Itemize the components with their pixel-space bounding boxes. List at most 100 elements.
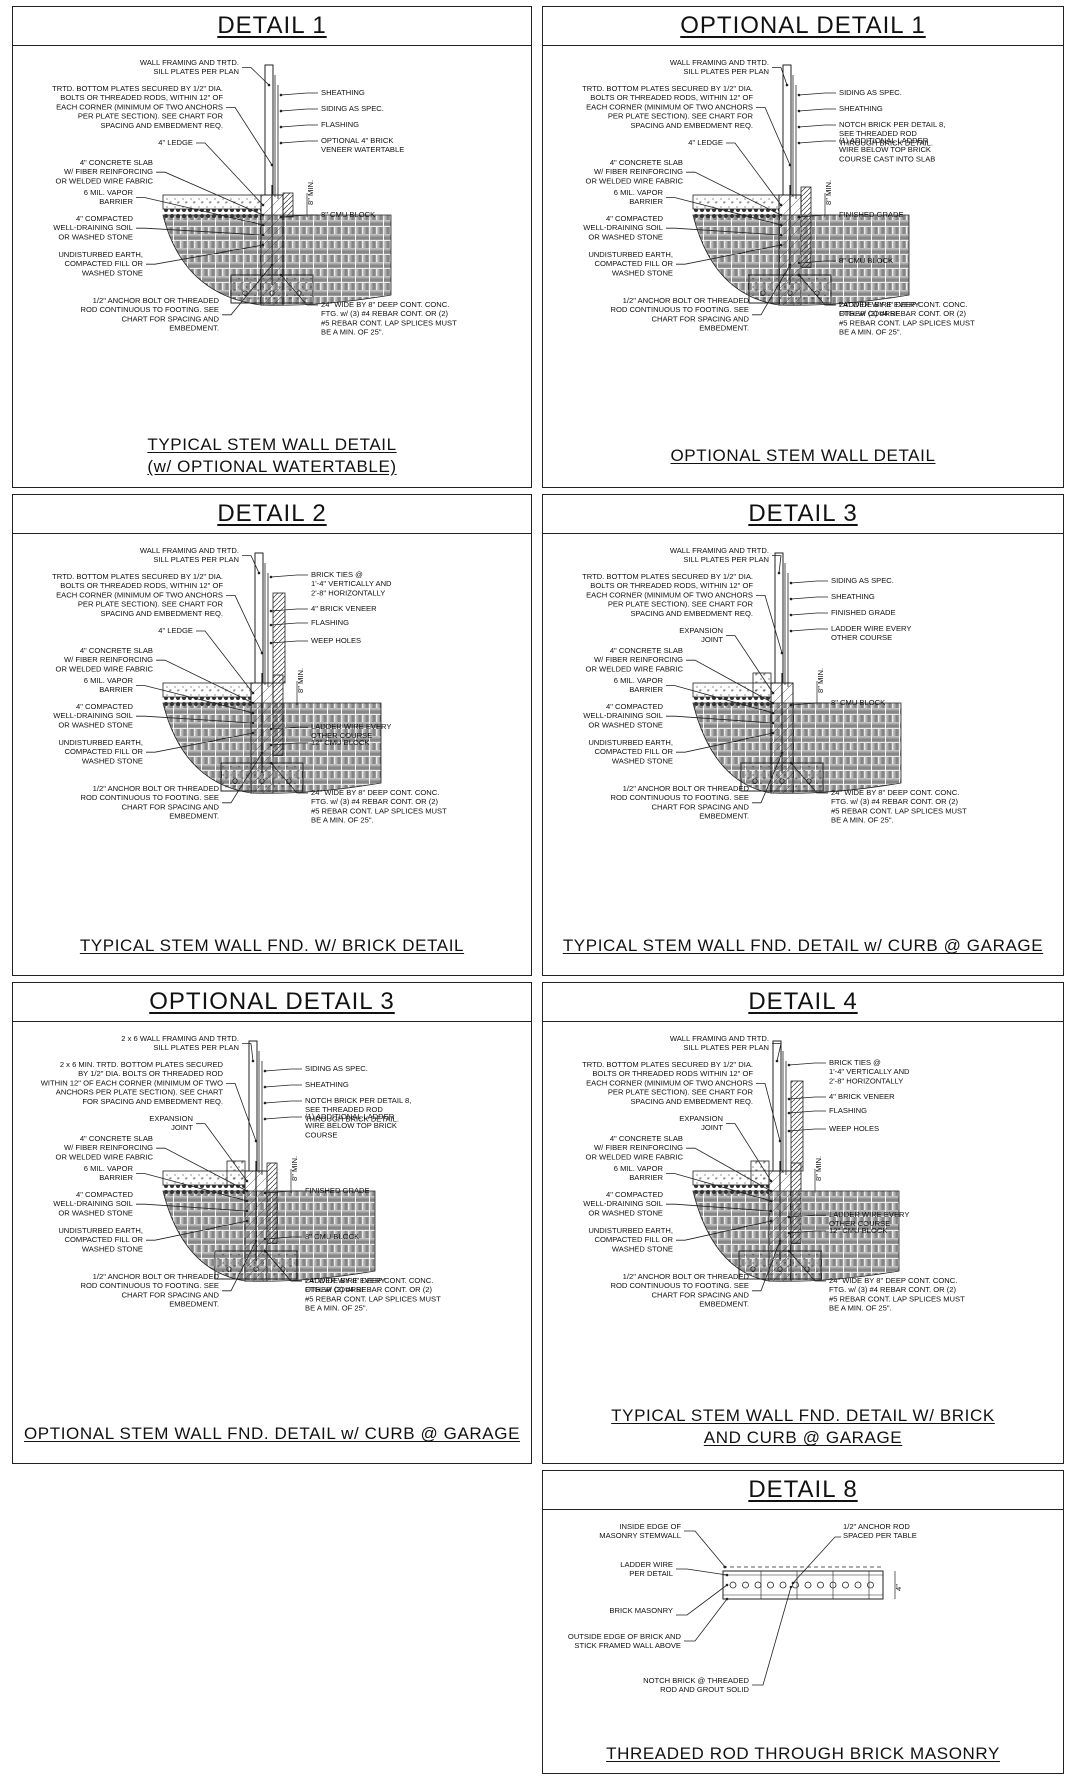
leader-line [146, 1220, 248, 1241]
leader-line [798, 124, 836, 128]
brick-masonry [790, 1162, 802, 1244]
detail-drawing: WALL FRAMING AND TRTD.SILL PLATES PER PL… [582, 58, 975, 337]
leader-dot [279, 215, 283, 219]
detail-drawing: 2 x 6 WALL FRAMING AND TRTD.SILL PLATES … [41, 1034, 441, 1313]
leader-line [752, 264, 791, 316]
dimension-label: 8" MIN. [814, 1156, 823, 1181]
leader-dot [260, 651, 264, 655]
leader-dot [791, 1581, 795, 1585]
callout-label: FLASHING [829, 1106, 867, 1115]
leader-line [264, 1116, 302, 1120]
leader-line [686, 659, 774, 704]
leader-dot [261, 203, 265, 207]
leader-line [264, 1236, 302, 1240]
leader-dot [797, 273, 801, 277]
callout-label: 4" LEDGE [158, 626, 193, 635]
leader-line [772, 1043, 782, 1062]
leader-dot [279, 93, 283, 97]
rebar [752, 778, 758, 784]
leader-dot [723, 1565, 727, 1569]
leader-line [676, 244, 782, 265]
leader-dot [787, 1097, 791, 1101]
leader-line [772, 555, 782, 574]
leader-line [280, 274, 318, 306]
callout-label: TRTD. BOTTOM PLATES SECURED BY 1/2" DIA.… [582, 84, 753, 130]
leader-line [676, 1568, 728, 1576]
brick-core [779, 1581, 787, 1589]
compacted-stone [693, 209, 779, 219]
callout-label: 12" CMU BLOCK [829, 1226, 887, 1235]
leader-dot [279, 141, 283, 145]
leader-line [756, 1083, 781, 1142]
callout-label: NOTCH BRICK PER DETAIL 8,SEE THREADED RO… [839, 120, 945, 147]
brick-core [754, 1581, 762, 1589]
leader-line [790, 596, 828, 600]
leader-dot [263, 1237, 267, 1241]
leader-line [264, 1100, 302, 1104]
leader-line [270, 574, 308, 578]
brick-core [867, 1581, 874, 1589]
leader-dot [254, 1139, 258, 1143]
panel-footer: OPTIONAL STEM WALL DETAIL [670, 446, 936, 465]
leader-dot [269, 727, 273, 731]
brick-masonry [272, 674, 284, 756]
dimension-label: 8" MIN. [296, 668, 305, 693]
leader-dot [269, 641, 273, 645]
callout-label: 4" LEDGE [158, 138, 193, 147]
callout-label: FLASHING [311, 618, 349, 627]
panel-detail-4: DETAIL 4 WALL FRAMING AND TRTD.SILL PLAT… [542, 982, 1064, 1464]
leader-dot [263, 1191, 267, 1195]
leader-dot [787, 1111, 791, 1115]
leader-line [788, 1110, 826, 1114]
leader-dot [251, 711, 255, 715]
panel-footer: TYPICAL STEM WALL DETAIL (w/ OPTIONAL WA… [147, 435, 397, 476]
callout-label: SHEATHING [305, 1080, 349, 1089]
compacted-stone [163, 209, 261, 219]
leader-dot [261, 233, 265, 237]
brick-veneer [272, 592, 286, 684]
rebar [242, 290, 248, 296]
rebar [787, 290, 793, 296]
callout-label: FINISHED GRADE [305, 1186, 370, 1195]
leader-dot [245, 1219, 249, 1223]
leader-line [280, 92, 318, 96]
wall-framing [772, 1040, 782, 1172]
leader-line [790, 628, 828, 632]
leader-dot [797, 261, 801, 265]
leader-line [222, 1240, 257, 1292]
leader-line [790, 762, 828, 794]
brick-core [742, 1581, 749, 1589]
leader-line [676, 732, 774, 753]
leader-dot [270, 163, 274, 167]
callout-label: 24" WIDE BY 8" DEEP CONT. CONC.FTG. w/ (… [311, 788, 447, 825]
leader-line [726, 142, 782, 206]
wall-framing [254, 552, 264, 684]
callout-label: 8" CMU BLOCK [305, 1232, 359, 1241]
leader-line [726, 635, 774, 694]
callout-label: 4" BRICK VENEER [829, 1092, 895, 1101]
leader-line [788, 1230, 826, 1234]
rebar [259, 778, 265, 784]
callout-label: SIDING AS SPEC. [831, 576, 894, 585]
leader-dot [775, 1059, 779, 1063]
callout-label: 12" CMU BLOCK [311, 738, 369, 747]
panel-footer: TYPICAL STEM WALL FND. DETAIL w/ CURB @ … [562, 936, 1044, 955]
leader-dot [769, 1199, 773, 1203]
leader-dot [263, 1085, 267, 1089]
leader-line [790, 702, 828, 706]
leader-dot [779, 233, 783, 237]
